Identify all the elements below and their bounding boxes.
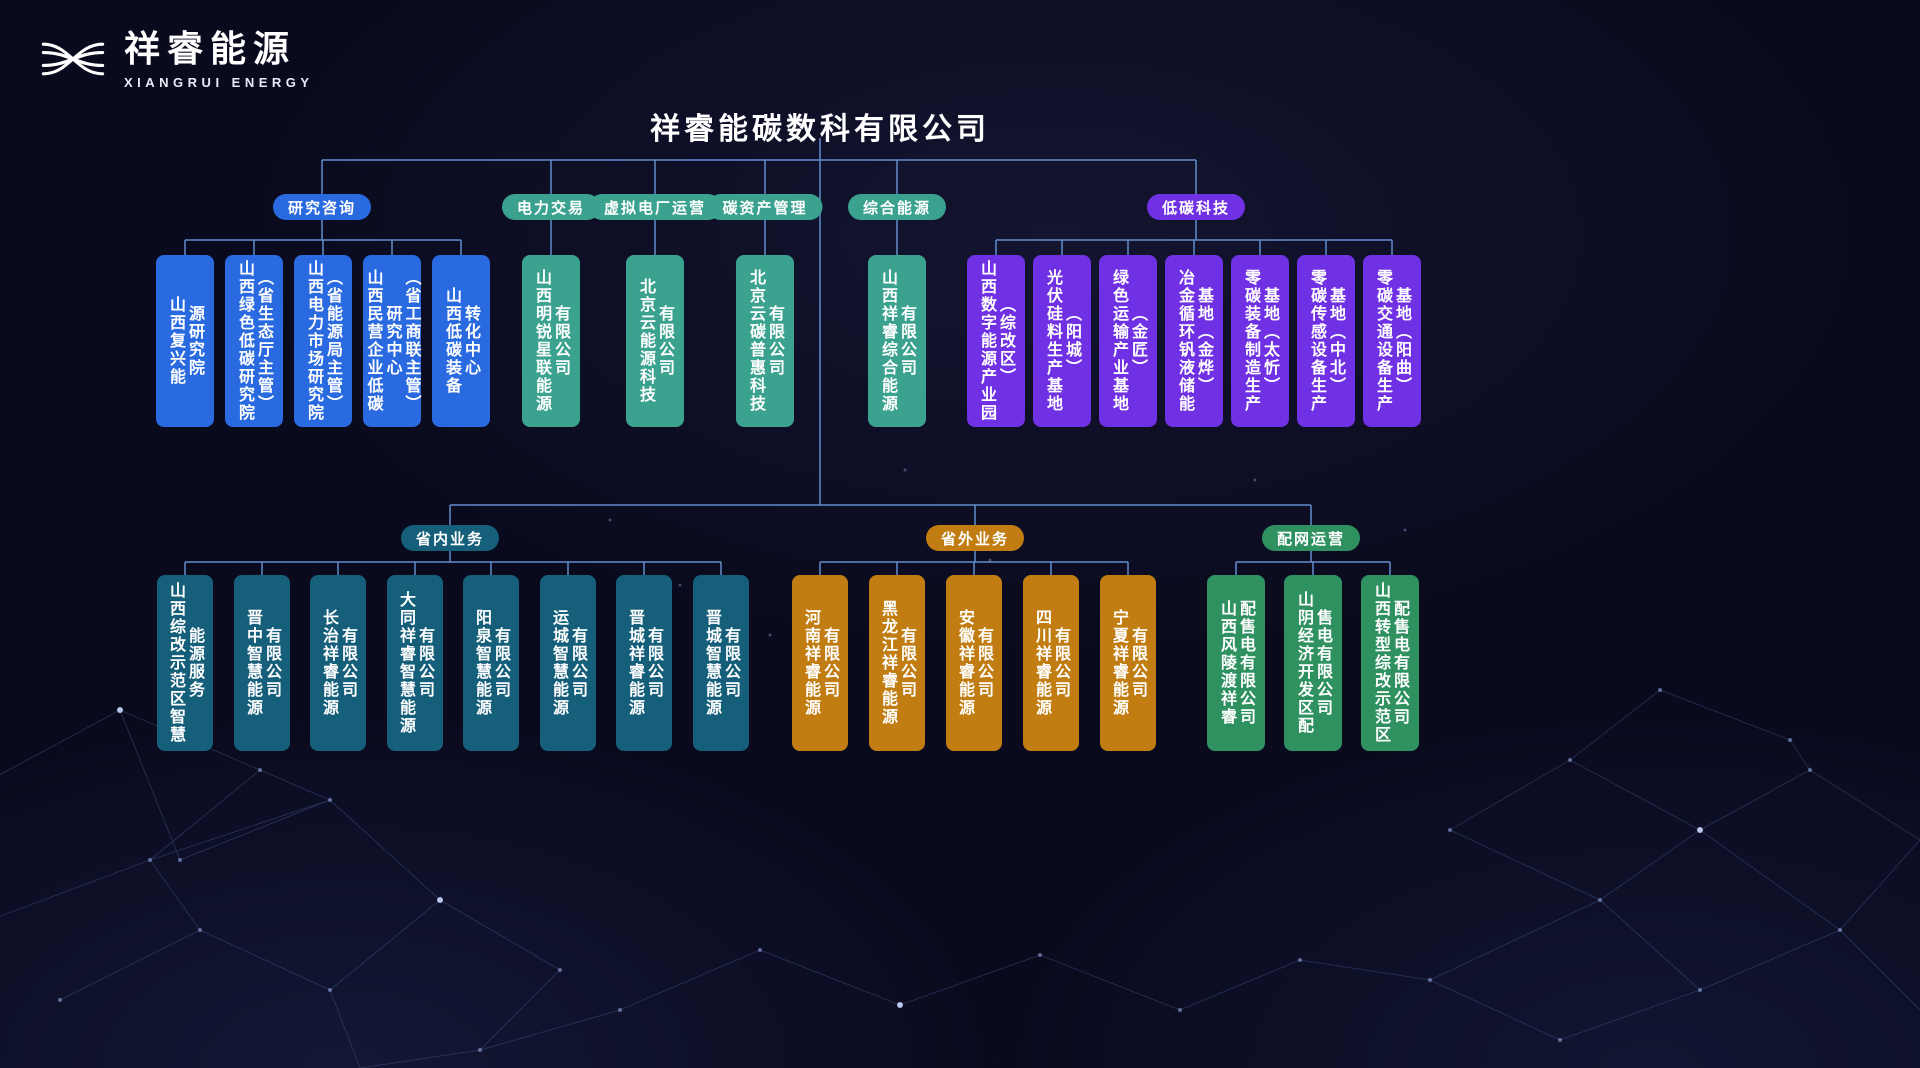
org-node: 晋城祥睿能源 有限公司 (616, 575, 672, 751)
org-node-label: 绿色运输产业基地 （金匠） (1110, 269, 1146, 413)
org-node-label: 阳泉智慧能源 有限公司 (473, 609, 509, 717)
org-node: 光伏硅料生产基地 （阳城） (1033, 255, 1091, 427)
pill-integrated-energy: 综合能源 (847, 194, 947, 220)
org-node: 零碳装备制造生产 基地（太忻） (1231, 255, 1289, 427)
org-node: 山西转型综改示范区 配售电有限公司 (1361, 575, 1419, 751)
org-node-label: 山西风陵渡祥睿 配售电有限公司 (1218, 600, 1254, 726)
org-node-label: 山西低碳装备 转化中心 (443, 287, 479, 395)
org-node: 四川祥睿能源 有限公司 (1023, 575, 1079, 751)
pill-out-province-business: 省外业务 (925, 525, 1025, 551)
chart-title: 祥睿能碳数科有限公司 (650, 113, 990, 146)
org-node: 运城智慧能源 有限公司 (540, 575, 596, 751)
pill-distribution-network: 配网运营 (1261, 525, 1361, 551)
org-node: 晋城智慧能源 有限公司 (693, 575, 749, 751)
org-node: 宁夏祥睿能源 有限公司 (1100, 575, 1156, 751)
pill-power-trading: 电力交易 (501, 194, 601, 220)
org-node: 山西复兴能 源研究院 (156, 255, 214, 427)
pill-low-carbon-tech: 低碳科技 (1146, 194, 1246, 220)
org-node-label: 晋中智慧能源 有限公司 (244, 609, 280, 717)
org-node-label: 山西明锐星联能源 有限公司 (533, 269, 569, 413)
org-node: 北京云能源科技 有限公司 (626, 255, 684, 427)
org-node-label: 光伏硅料生产基地 （阳城） (1044, 269, 1080, 413)
org-node-label: 冶金循环钒液储能 基地（金烨） (1176, 269, 1212, 413)
org-node: 河南祥睿能源 有限公司 (792, 575, 848, 751)
org-node: 大同祥睿智慧能源 有限公司 (387, 575, 443, 751)
logo-knot-icon (41, 42, 105, 76)
org-node-label: 零碳交通设备生产 基地（阳曲） (1374, 269, 1410, 413)
org-node-label: 运城智慧能源 有限公司 (550, 609, 586, 717)
pill-in-province-business: 省内业务 (400, 525, 500, 551)
org-node: 山西电力市场研究院 （省能源局主管） (294, 255, 352, 427)
org-node: 山西综改示范区智慧 能源服务 (157, 575, 213, 751)
org-node-label: 四川祥睿能源 有限公司 (1033, 609, 1069, 717)
org-node-label: 长治祥睿能源 有限公司 (320, 609, 356, 717)
logo-text-en: XIANGRUI ENERGY (124, 74, 314, 90)
org-node: 冶金循环钒液储能 基地（金烨） (1165, 255, 1223, 427)
org-node-label: 山西民营企业低碳 研究中心 （省工商联主管） (364, 269, 420, 413)
org-node-label: 山西电力市场研究院 （省能源局主管） (305, 260, 341, 422)
org-node-label: 晋城祥睿能源 有限公司 (626, 609, 662, 717)
org-node: 山西风陵渡祥睿 配售电有限公司 (1207, 575, 1265, 751)
org-node: 山西祥睿综合能源 有限公司 (868, 255, 926, 427)
org-node-label: 山西综改示范区智慧 能源服务 (167, 582, 203, 744)
org-node-label: 零碳装备制造生产 基地（太忻） (1242, 269, 1278, 413)
org-node: 阳泉智慧能源 有限公司 (463, 575, 519, 751)
logo-text-cn: 祥睿能源 (124, 27, 297, 69)
org-node: 山阴经济开发区配 售电有限公司 (1284, 575, 1342, 751)
org-node: 山西低碳装备 转化中心 (432, 255, 490, 427)
org-node: 长治祥睿能源 有限公司 (310, 575, 366, 751)
org-node-label: 大同祥睿智慧能源 有限公司 (397, 591, 433, 735)
org-node: 山西数字能源产业园 （综改区） (967, 255, 1025, 427)
org-node: 安徽祥睿能源 有限公司 (946, 575, 1002, 751)
org-node: 北京云碳普惠科技 有限公司 (736, 255, 794, 427)
org-node-label: 山西转型综改示范区 配售电有限公司 (1372, 582, 1408, 744)
org-node-label: 河南祥睿能源 有限公司 (802, 609, 838, 717)
org-node-label: 山西绿色低碳研究院 （省生态厅主管） (236, 260, 272, 422)
company-logo: 祥睿能源 XIANGRUI ENERGY (36, 22, 314, 96)
org-node-label: 宁夏祥睿能源 有限公司 (1110, 609, 1146, 717)
org-node: 晋中智慧能源 有限公司 (234, 575, 290, 751)
pill-virtual-power-plant: 虚拟电厂运营 (588, 194, 722, 220)
org-node: 零碳交通设备生产 基地（阳曲） (1363, 255, 1421, 427)
org-node-label: 北京云能源科技 有限公司 (637, 278, 673, 404)
org-node: 零碳传感设备生产 基地（中北） (1297, 255, 1355, 427)
org-node-label: 北京云碳普惠科技 有限公司 (747, 269, 783, 413)
pill-research-consulting: 研究咨询 (272, 194, 372, 220)
org-node-label: 零碳传感设备生产 基地（中北） (1308, 269, 1344, 413)
org-node-label: 山阴经济开发区配 售电有限公司 (1295, 591, 1331, 735)
org-node: 山西绿色低碳研究院 （省生态厅主管） (225, 255, 283, 427)
org-node-label: 山西祥睿综合能源 有限公司 (879, 269, 915, 413)
org-node-label: 山西数字能源产业园 （综改区） (978, 260, 1014, 422)
org-node-label: 晋城智慧能源 有限公司 (703, 609, 739, 717)
org-node: 绿色运输产业基地 （金匠） (1099, 255, 1157, 427)
org-node: 山西民营企业低碳 研究中心 （省工商联主管） (363, 255, 421, 427)
org-node: 黑龙江祥睿能源 有限公司 (869, 575, 925, 751)
org-node-label: 黑龙江祥睿能源 有限公司 (879, 600, 915, 726)
org-node: 山西明锐星联能源 有限公司 (522, 255, 580, 427)
pill-carbon-asset-management: 碳资产管理 (707, 194, 823, 220)
org-node-label: 山西复兴能 源研究院 (167, 296, 203, 386)
org-node-label: 安徽祥睿能源 有限公司 (956, 609, 992, 717)
